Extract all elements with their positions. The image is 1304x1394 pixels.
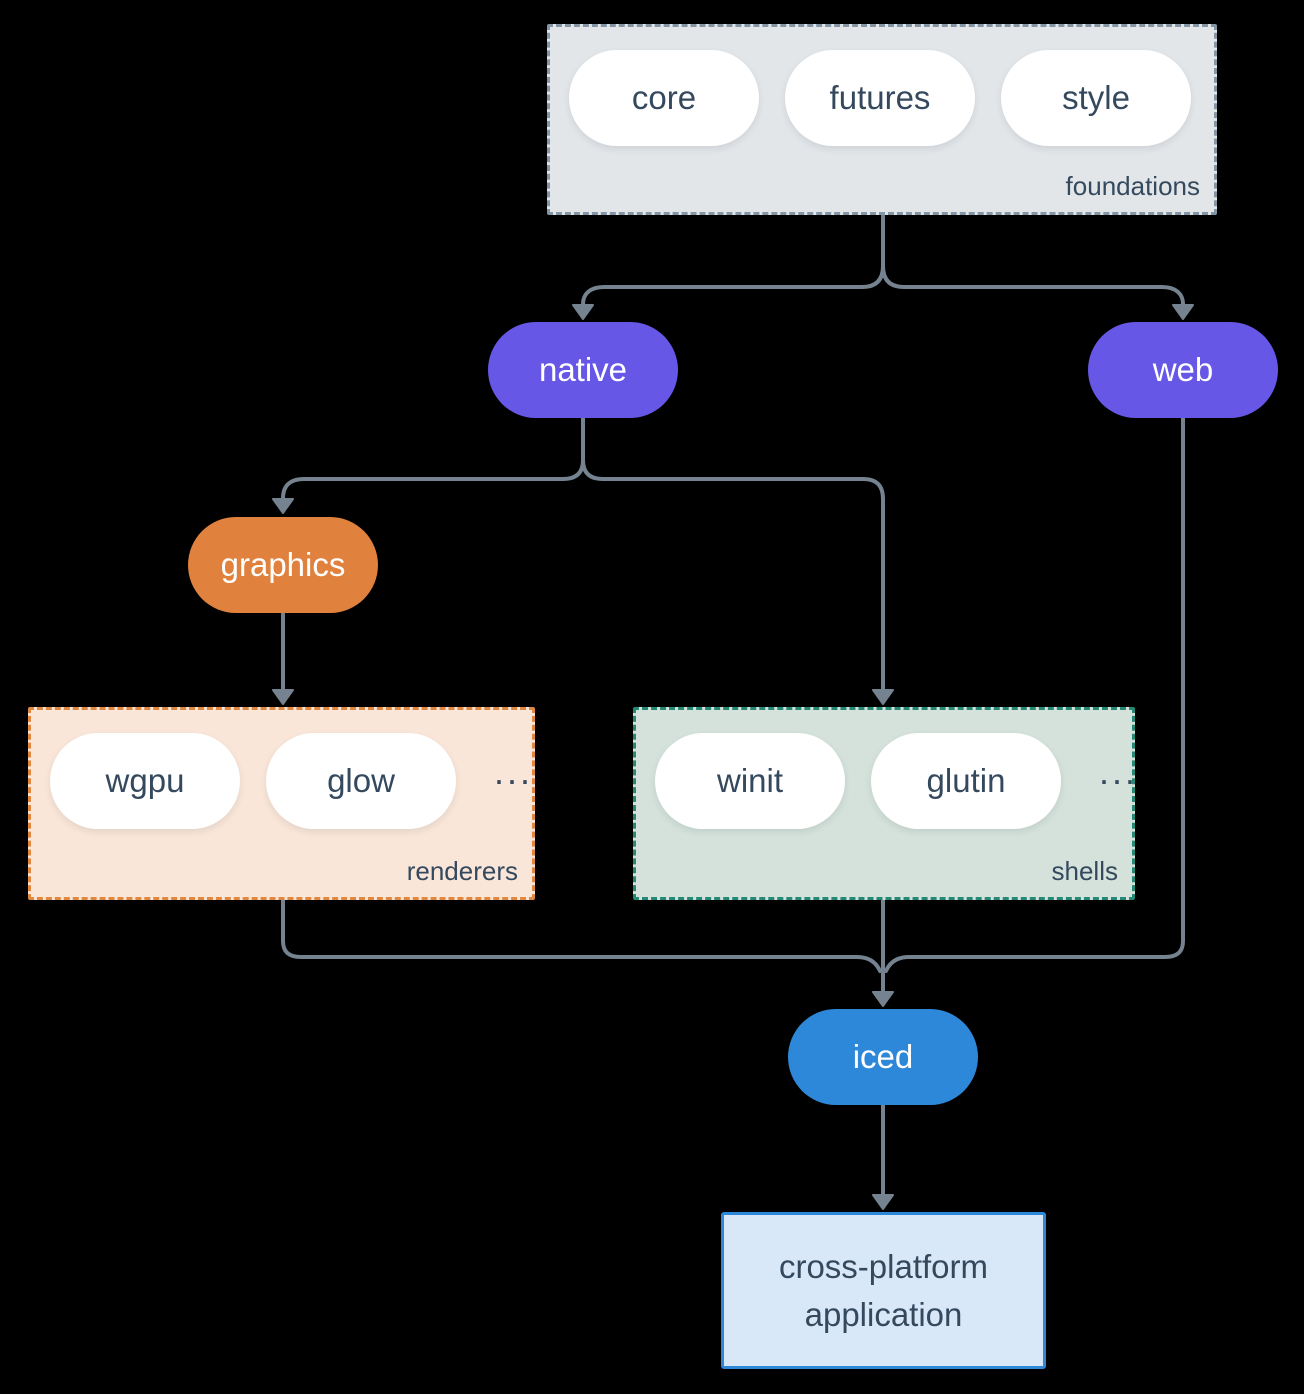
renderers-pills-row: wgpu glow ... <box>50 733 533 829</box>
pill-futures: futures <box>785 50 975 146</box>
shells-pills-row: winit glutin ... <box>655 733 1138 829</box>
edge-renderers-iced <box>281 898 882 973</box>
renderers-ellipsis: ... <box>494 751 534 792</box>
iced-node: iced <box>788 1009 978 1105</box>
shells-label: shells <box>1051 856 1118 886</box>
pill-core: core <box>569 50 759 146</box>
arrowhead <box>572 304 594 320</box>
shells-ellipsis: ... <box>1099 751 1139 792</box>
pill-style: style <box>1001 50 1191 146</box>
arrowhead <box>872 991 894 1007</box>
pill-winit: winit <box>655 733 845 829</box>
application-node: cross-platform application <box>721 1212 1046 1369</box>
pill-glow: glow <box>266 733 456 829</box>
edge-foundations-web <box>881 213 1185 306</box>
renderers-group: wgpu glow ... renderers <box>28 707 535 900</box>
pill-wgpu: wgpu <box>50 733 240 829</box>
web-node: web <box>1088 322 1278 418</box>
arrowhead <box>272 689 294 705</box>
renderers-label: renderers <box>406 856 518 886</box>
graphics-node: graphics <box>188 517 378 613</box>
arrowhead <box>872 1194 894 1210</box>
pill-glutin: glutin <box>871 733 1061 829</box>
foundations-group: core futures style foundations <box>547 24 1217 215</box>
foundations-label: foundations <box>1065 171 1200 201</box>
shells-group: winit glutin ... shells <box>633 707 1135 900</box>
edge-native-shells <box>581 416 885 692</box>
edge-foundations-native <box>581 213 885 306</box>
arrowhead <box>872 689 894 705</box>
arrowhead <box>272 498 294 514</box>
arrowhead <box>1172 304 1194 320</box>
foundations-pills-row: core futures style <box>569 50 1191 146</box>
edge-native-graphics <box>281 416 585 500</box>
native-node: native <box>488 322 678 418</box>
edge-web-iced <box>884 416 1185 973</box>
